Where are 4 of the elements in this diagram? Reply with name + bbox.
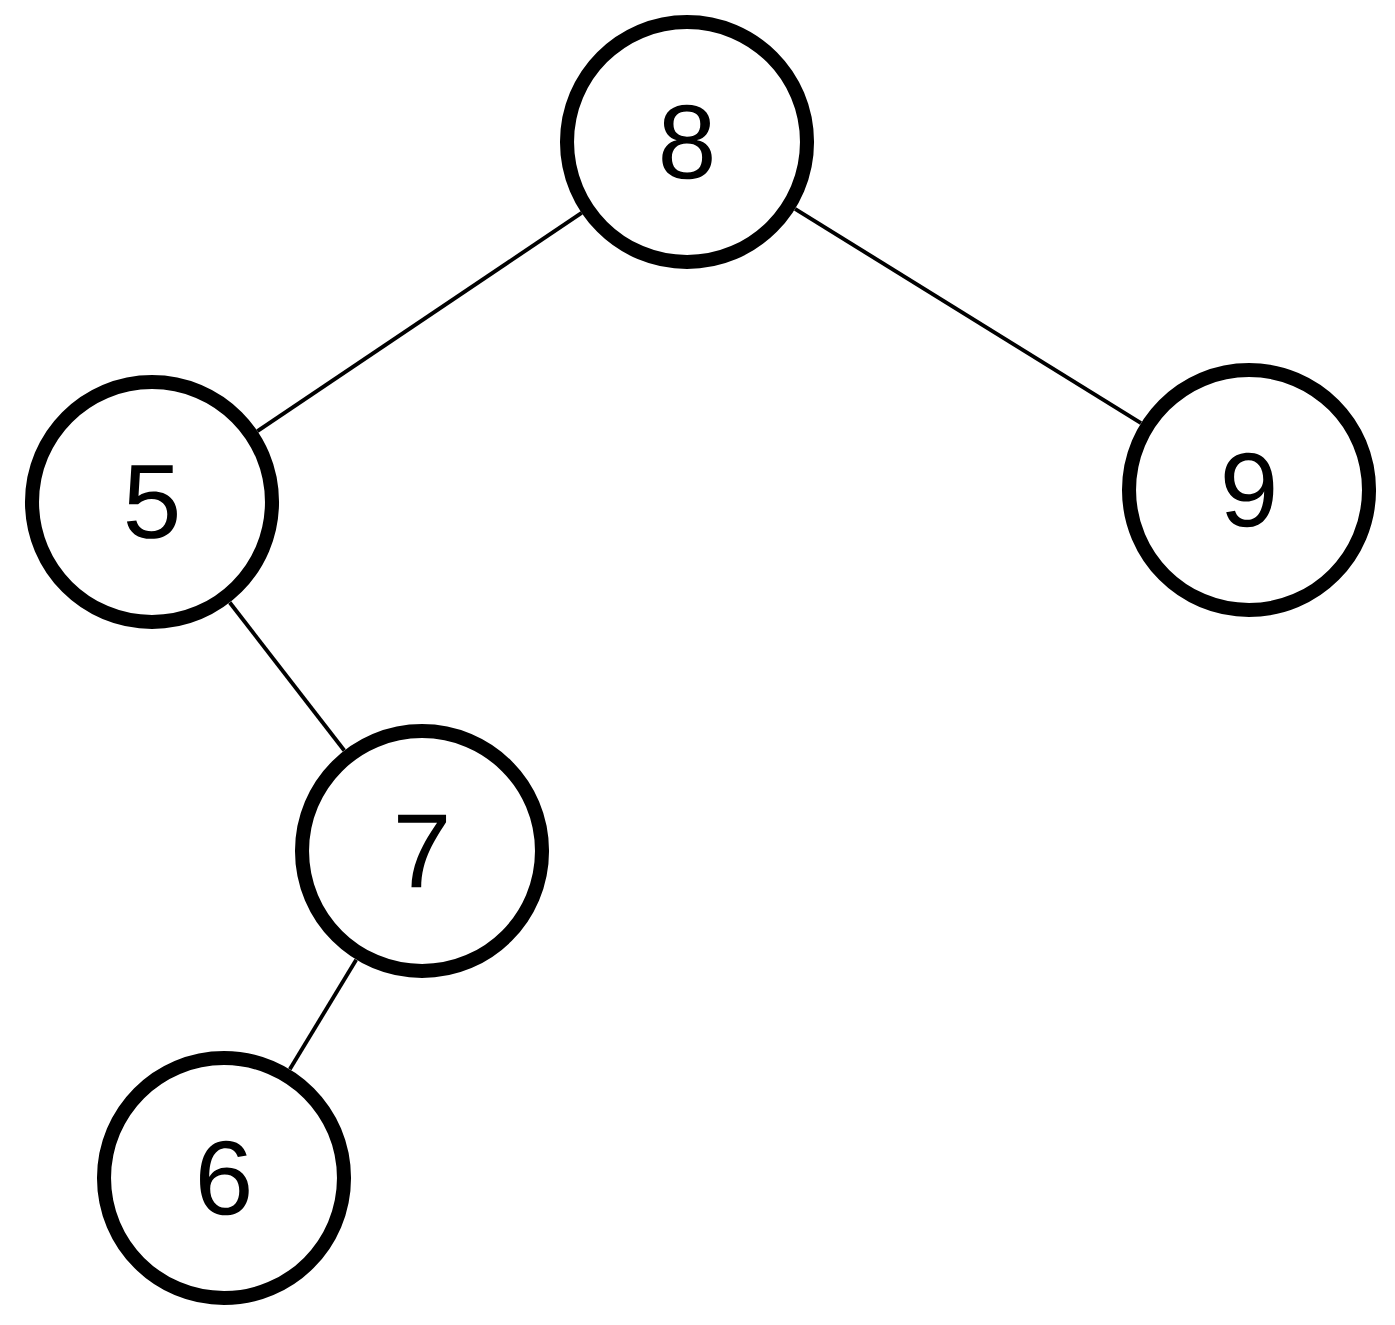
edge-line bbox=[794, 207, 1143, 425]
edge-line bbox=[288, 958, 358, 1071]
edge-line bbox=[228, 601, 346, 752]
edge-line bbox=[256, 211, 583, 433]
